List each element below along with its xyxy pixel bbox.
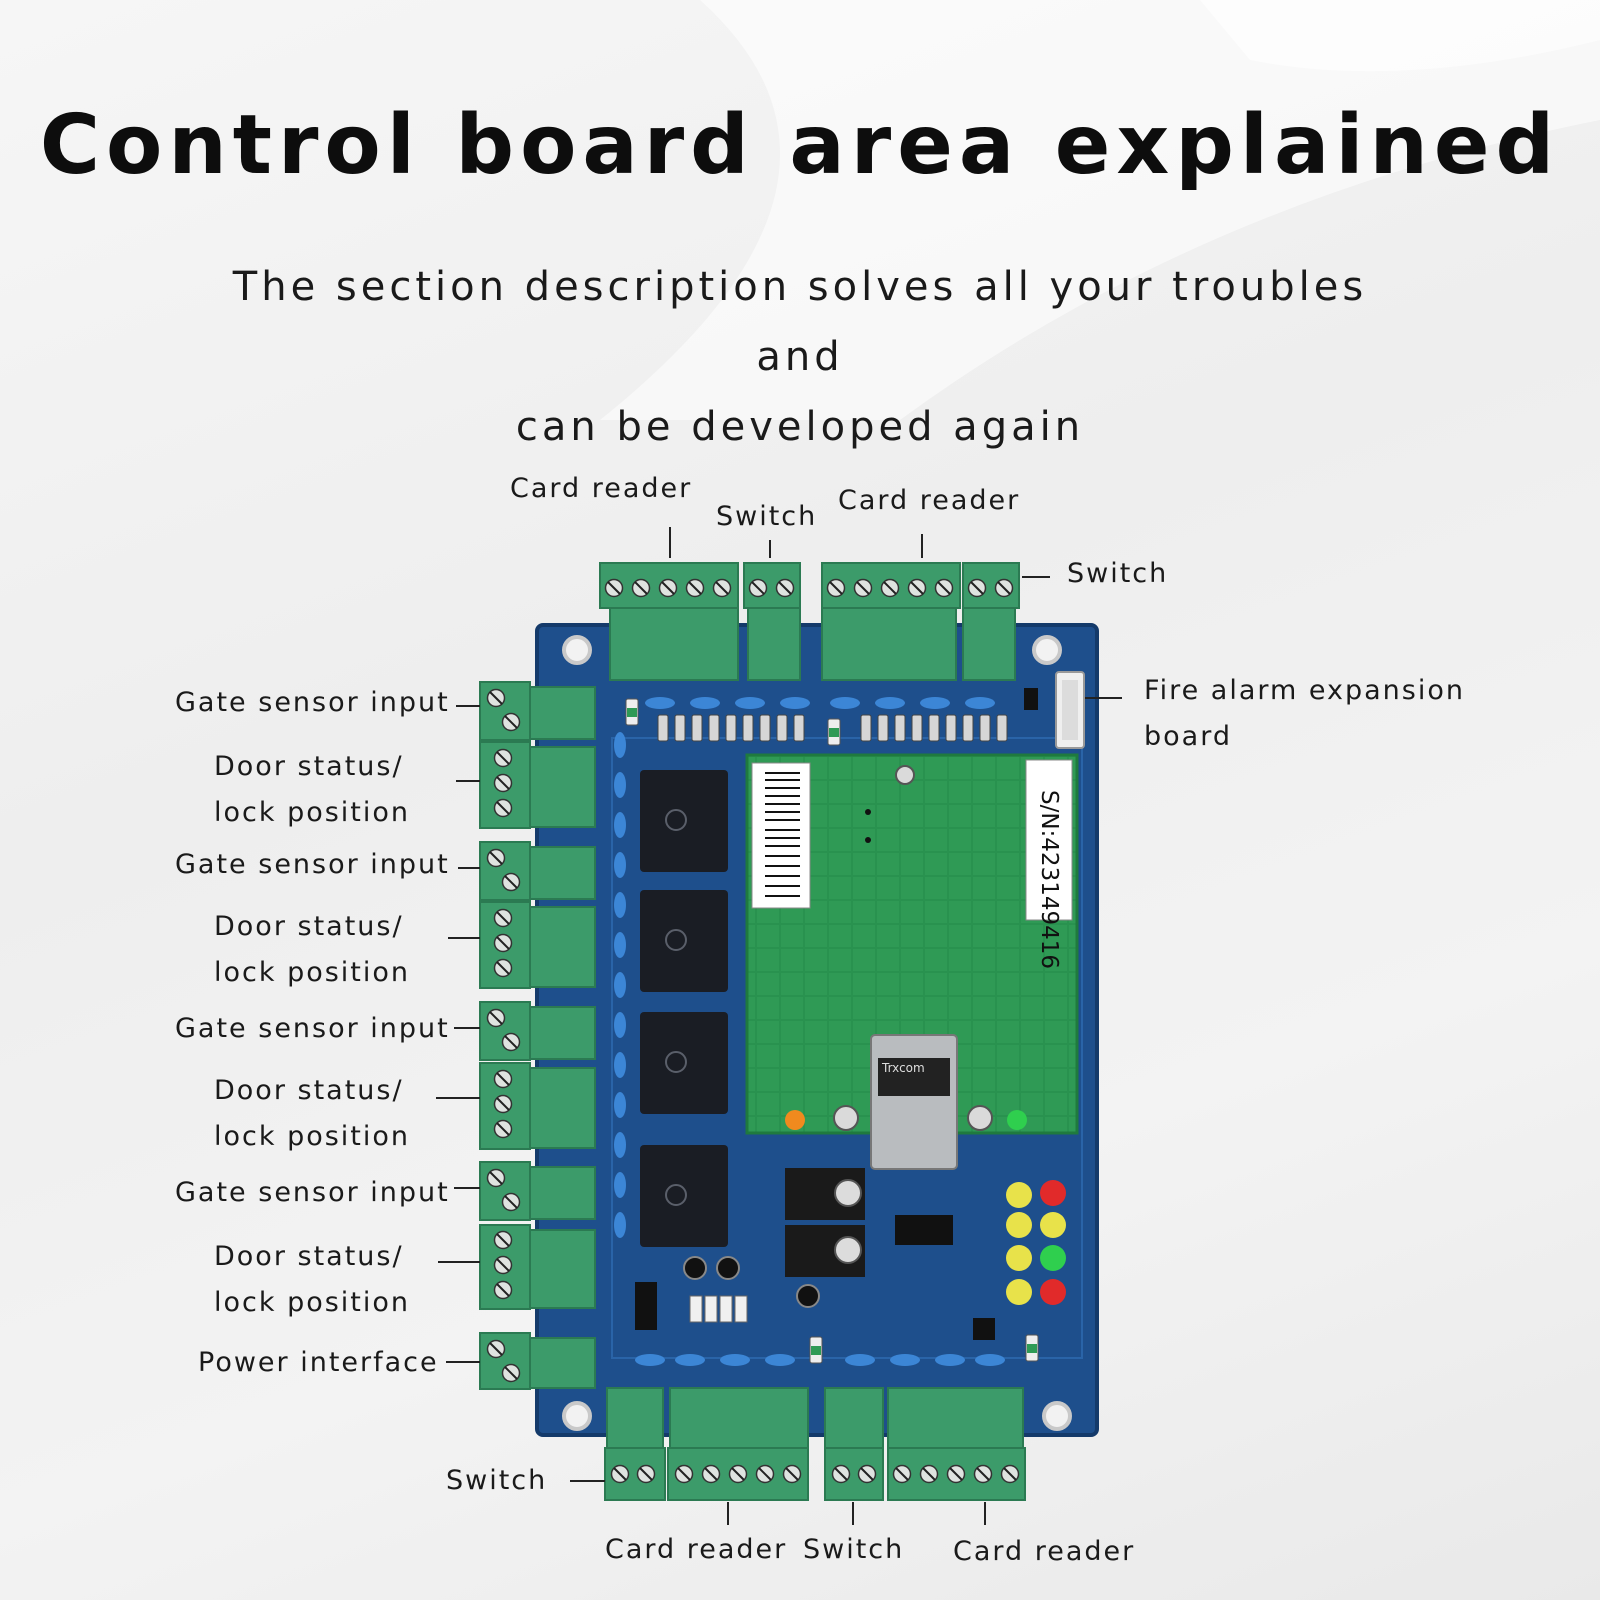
label-top-card-reader-2: Card reader xyxy=(838,485,1021,516)
label-door-status-4: Door status/ lock position xyxy=(214,1234,410,1326)
label-door-status-3-line-1: Door status/ xyxy=(214,1075,404,1106)
label-door-status-1-line-1: Door status/ xyxy=(214,751,404,782)
label-door-status-1-line-2: lock position xyxy=(214,797,411,828)
ethernet-jack-brand: Trxcom xyxy=(881,1061,925,1075)
label-door-status-3: Door status/ lock position xyxy=(214,1068,410,1160)
page-title: Control board area explained xyxy=(39,98,1561,193)
label-gate-sensor-1: Gate sensor input xyxy=(175,687,450,718)
label-door-status-2-line-1: Door status/ xyxy=(214,911,404,942)
label-door-status-4-line-2: lock position xyxy=(214,1287,411,1318)
serial-number: S/N:423149416 xyxy=(1036,790,1062,969)
label-gate-sensor-2: Gate sensor input xyxy=(175,849,450,880)
bottom-terminal-blocks xyxy=(604,1387,1026,1501)
label-bottom-switch-1: Switch xyxy=(446,1465,548,1496)
subtitle-line-2: can be developed again xyxy=(515,404,1085,450)
label-door-status-4-line-1: Door status/ xyxy=(214,1241,404,1272)
relays xyxy=(640,770,728,1247)
label-bottom-card-reader-1: Card reader xyxy=(605,1534,788,1565)
status-leds xyxy=(1006,1180,1066,1305)
label-gate-sensor-4: Gate sensor input xyxy=(175,1177,450,1208)
top-terminal-blocks xyxy=(599,562,1020,681)
mounting-holes xyxy=(562,635,1072,1431)
label-door-status-2: Door status/ lock position xyxy=(214,904,410,996)
label-fire-alarm: Fire alarm expansion board xyxy=(1144,668,1465,760)
network-module xyxy=(745,753,1079,1135)
page-subtitle: The section description solves all your … xyxy=(200,252,1400,462)
fire-alarm-connector xyxy=(1055,671,1085,749)
label-door-status-2-line-2: lock position xyxy=(214,957,411,988)
smd-components xyxy=(625,688,1039,1364)
label-top-switch-2: Switch xyxy=(1067,558,1169,589)
label-bottom-card-reader-2: Card reader xyxy=(953,1536,1136,1567)
label-gate-sensor-3: Gate sensor input xyxy=(175,1013,450,1044)
blue-capacitors xyxy=(614,697,1005,1366)
label-fire-alarm-line-2: board xyxy=(1144,721,1232,752)
ethernet-jack: Trxcom xyxy=(870,1034,958,1170)
leader-lines xyxy=(436,527,1122,1525)
label-door-status-3-line-2: lock position xyxy=(214,1121,411,1152)
label-door-status-1: Door status/ lock position xyxy=(214,744,410,836)
regulators xyxy=(785,1168,953,1277)
label-bottom-switch-2: Switch xyxy=(803,1534,905,1565)
subtitle-line-1: The section description solves all your … xyxy=(232,264,1368,380)
label-top-card-reader-1: Card reader xyxy=(510,473,693,504)
left-terminal-blocks xyxy=(479,681,596,1390)
label-top-switch-1: Switch xyxy=(716,501,818,532)
label-fire-alarm-line-1: Fire alarm expansion xyxy=(1144,675,1465,706)
label-power-interface: Power interface xyxy=(198,1347,439,1378)
